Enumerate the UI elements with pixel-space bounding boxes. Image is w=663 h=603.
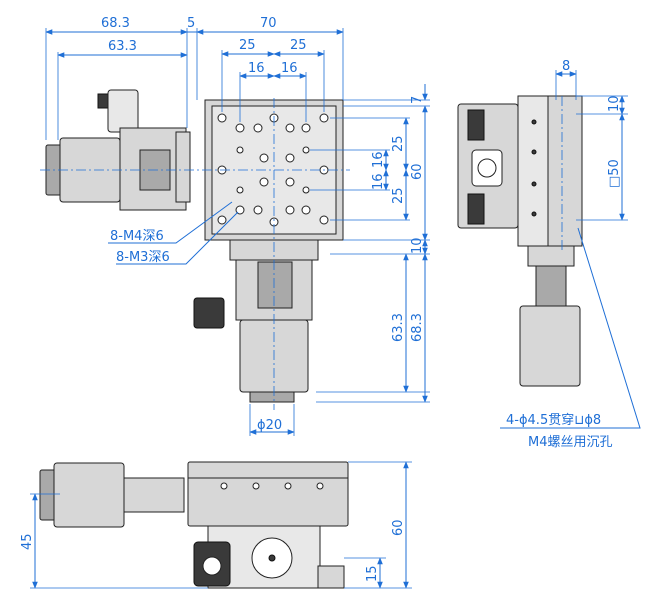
annotation-through-hole: 4-ϕ4.5贯穿⊔ϕ8 bbox=[506, 412, 601, 428]
dim-phi20: ϕ20 bbox=[257, 418, 282, 433]
top-view bbox=[40, 89, 350, 410]
annotation-m4-holes: 8-M4深6 bbox=[110, 229, 164, 244]
dim-8-side: 8 bbox=[562, 59, 570, 74]
dim-16-right-bottom: 16 bbox=[371, 173, 386, 190]
dim-7-right: 7 bbox=[410, 96, 425, 104]
dim-70-top: 70 bbox=[260, 16, 277, 31]
dim-5-top: 5 bbox=[187, 16, 195, 31]
front-view bbox=[39, 461, 349, 589]
dim-square50-side: □50 bbox=[607, 159, 622, 188]
dim-63-3-motor: 63.3 bbox=[391, 313, 406, 342]
top-view-dimensions bbox=[45, 28, 430, 436]
dim-16-right: 16 bbox=[281, 61, 298, 76]
dim-68-3-top: 68.3 bbox=[101, 16, 130, 31]
dim-25-right-top: 25 bbox=[391, 135, 406, 152]
dim-15-bottom: 15 bbox=[365, 565, 380, 582]
dim-25-right-bottom: 25 bbox=[391, 187, 406, 204]
dim-68-3-motor: 68.3 bbox=[410, 313, 425, 342]
dim-25-right: 25 bbox=[290, 38, 307, 53]
dim-16-left: 16 bbox=[248, 61, 265, 76]
dim-10-right: 10 bbox=[410, 237, 425, 254]
annotation-m3-holes: 8-M3深6 bbox=[116, 250, 170, 265]
dim-10-side: 10 bbox=[607, 95, 622, 112]
table-holes bbox=[217, 113, 329, 227]
dim-60-right: 60 bbox=[410, 163, 425, 180]
front-view-dimensions bbox=[30, 461, 412, 589]
dim-45-bottom: 45 bbox=[20, 533, 35, 550]
side-view bbox=[457, 95, 583, 387]
dimension-labels: 68.3 63.3 5 70 25 25 16 16 7 25 16 16 25… bbox=[20, 16, 622, 582]
dim-25-left: 25 bbox=[239, 38, 256, 53]
side-view-dimensions bbox=[500, 70, 641, 429]
annotation-counterbore: M4螺丝用沉孔 bbox=[528, 435, 613, 450]
dim-16-right-top: 16 bbox=[371, 151, 386, 168]
dim-60-bottom: 60 bbox=[391, 519, 406, 536]
dim-63-3-top: 63.3 bbox=[108, 39, 137, 54]
